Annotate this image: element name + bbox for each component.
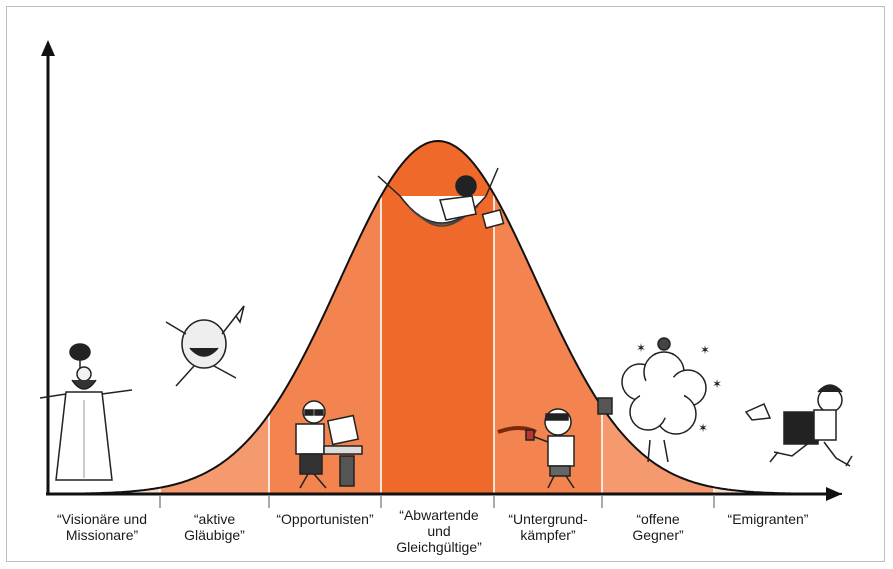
segment-active-believers (160, 141, 269, 494)
svg-text:✶: ✶ (712, 377, 722, 391)
opportunist-at-computer-icon (295, 400, 363, 489)
svg-text:✶: ✶ (698, 421, 708, 435)
visionary-figure-icon (39, 343, 133, 481)
running-emigrant-icon (744, 384, 853, 467)
label-waiting-indifferent: “Abwartende und Gleichgültige” (396, 507, 482, 555)
label-opportunists: “Opportunisten” (276, 511, 374, 527)
label-underground-fighters: “Untergrund- kämpfer” (508, 511, 588, 543)
label-open-opponents: “offene Gegner” (632, 511, 684, 543)
curve-segments (48, 141, 840, 494)
x-axis-arrow-icon (826, 487, 842, 501)
label-emigrants: “Emigranten” (727, 511, 809, 527)
bell-curve-line (48, 139, 842, 495)
axes (41, 40, 842, 501)
sprayer-figure-icon (497, 408, 575, 489)
segment-opportunists (269, 141, 381, 494)
hammock-sleeper-icon (377, 167, 505, 230)
y-axis-arrow-icon (41, 40, 55, 56)
axis-ticks (159, 496, 715, 508)
svg-text:✶: ✶ (636, 341, 646, 355)
label-active-believers: “aktive Gläubige” (184, 511, 245, 543)
label-visionaries: “Visionäre und Missionare” (56, 511, 148, 543)
svg-text:✶: ✶ (700, 343, 710, 357)
diagram-frame (6, 6, 885, 562)
segment-waiting-indifferent (381, 141, 494, 494)
jumping-believer-icon (165, 305, 245, 387)
brawl-cloud-icon: ✶ ✶ ✶ ✶ (597, 337, 722, 463)
